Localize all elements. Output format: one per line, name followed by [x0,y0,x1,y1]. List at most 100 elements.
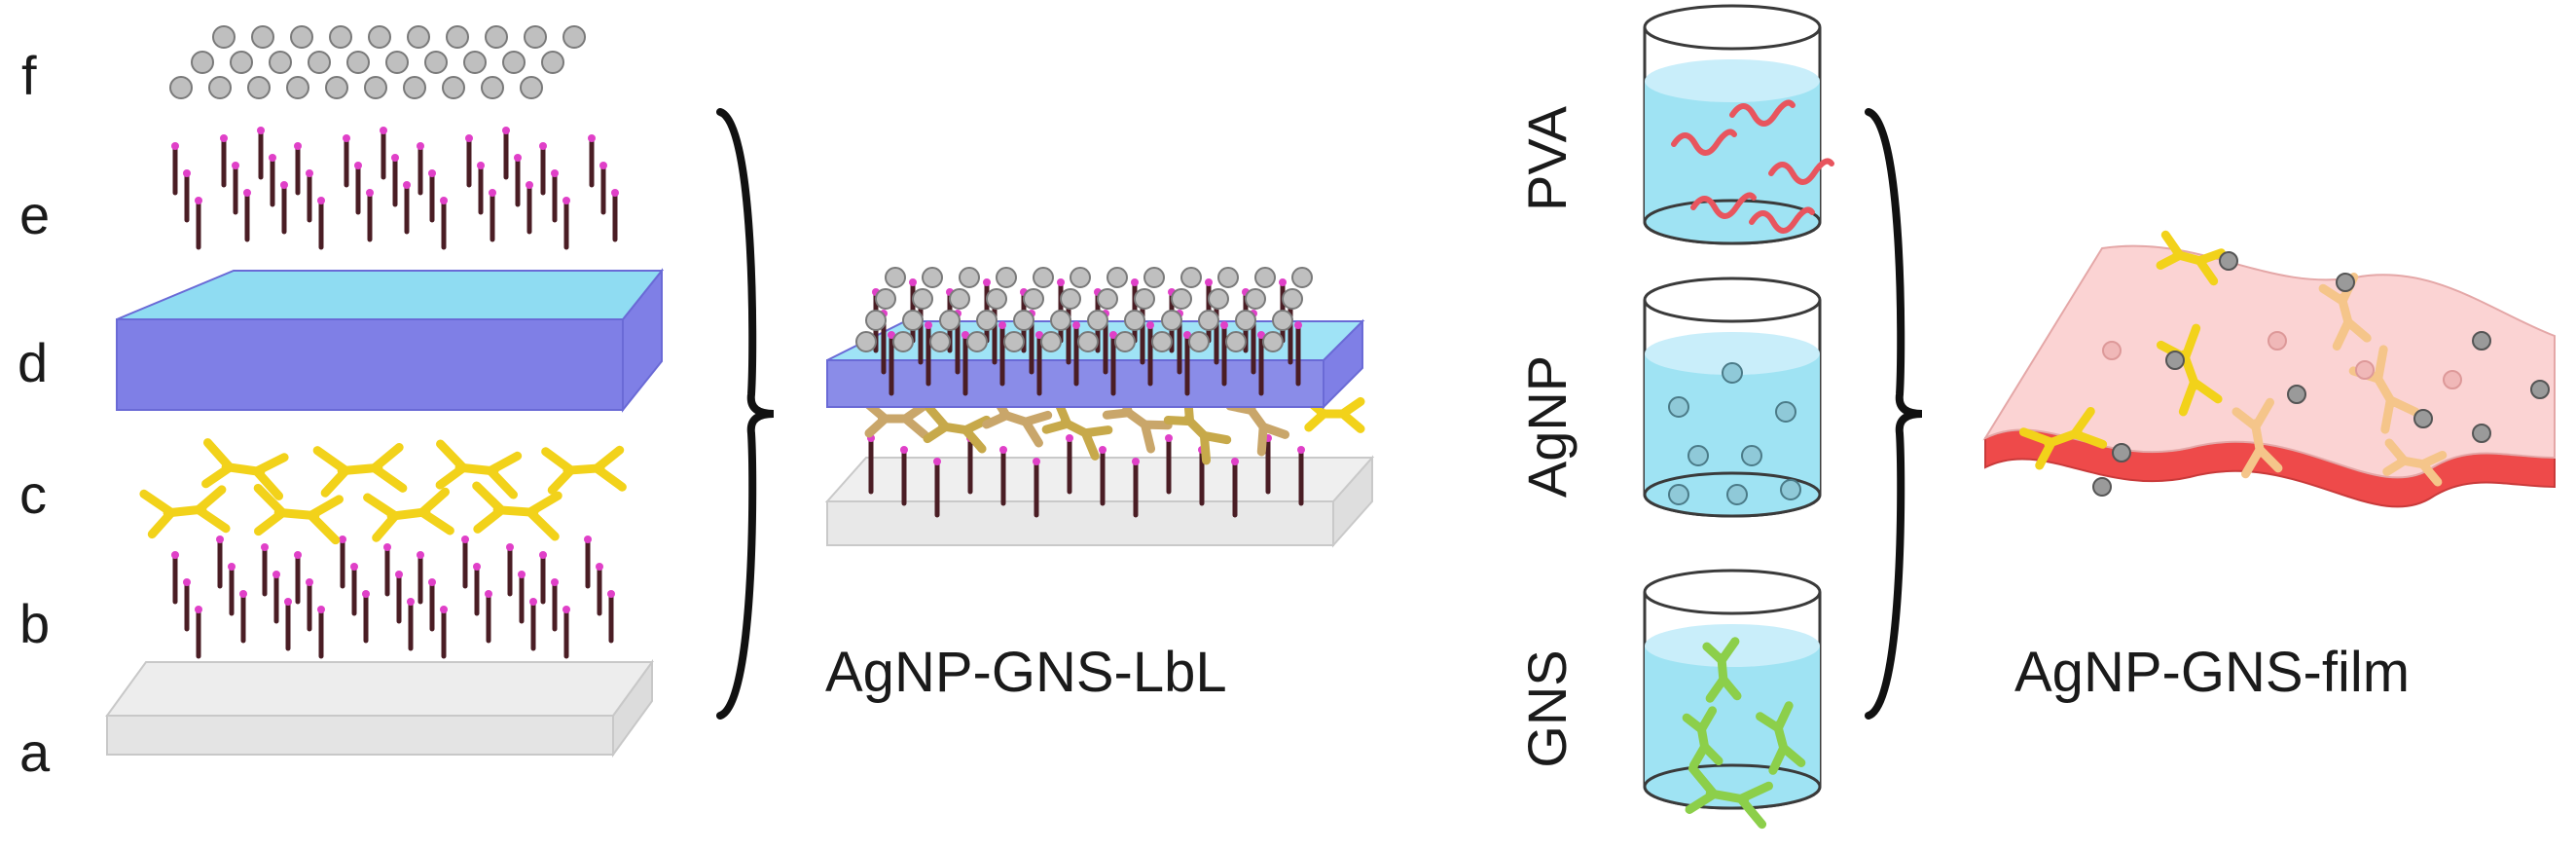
polyelectrolyte-rod [183,578,191,632]
polyelectrolyte-rod [1146,321,1154,387]
graphene-nanosheet [2382,438,2448,487]
silver-nanoparticle [1050,310,1071,331]
silver-nanoparticle [212,25,236,49]
film-caption: AgNP-GNS-film [2014,641,2411,704]
polyelectrolyte-rod [998,321,1006,387]
graphene-nanosheet [1702,637,1742,703]
polyelectrolyte-rod [1066,434,1073,495]
silver-nanoparticle [407,25,430,49]
polyelectrolyte-rod [171,142,179,196]
polyelectrolyte-rod [596,563,603,616]
polyelectrolyte-rod [607,590,615,644]
polyelectrolyte-rod [195,197,202,250]
solution-label-agnp: AgNP [1516,354,1578,499]
silver-nanoparticle [1114,331,1136,352]
silver-nanoparticle [902,310,924,331]
graphene-nanosheet [1682,706,1723,770]
silver-nanoparticle [1254,267,1276,288]
polyelectrolyte-rod [1099,446,1107,506]
polyelectrolyte-rod [440,197,448,250]
silver-nanoparticle [541,51,564,74]
graphene-nanosheet [2231,397,2283,479]
polyelectrolyte-rod [473,563,481,616]
silver-nanoparticle [286,76,309,99]
silver-nanoparticle [346,51,370,74]
polyelectrolyte-rod [417,142,424,196]
silver-nanoparticle [2472,424,2491,443]
polyelectrolyte-rod [380,127,387,180]
curly-brace [716,108,775,720]
polyelectrolyte-rod [183,169,191,223]
silver-nanoparticle [1003,331,1025,352]
graphene-nanosheet [2018,406,2108,470]
silver-nanoparticle [524,25,547,49]
polyelectrolyte-rod [306,169,313,223]
polyelectrolyte-rod [261,543,269,597]
silver-nanoparticle [208,76,232,99]
silver-nanoparticle [191,51,214,74]
silver-nanoparticle [329,25,352,49]
polyelectrolyte-rod [485,590,492,644]
layer-label-e: e [19,184,51,245]
curly-brace [1865,108,1923,720]
silver-nanoparticle [1741,445,1762,466]
polyelectrolyte-rod [1183,331,1191,396]
silver-nanoparticle [939,310,961,331]
silver-nanoparticle [1291,267,1313,288]
layer-label-f: f [21,45,37,106]
polyelectrolyte-rod [961,331,969,396]
silver-nanoparticle [481,76,504,99]
silver-nanoparticle [1726,484,1748,505]
polyelectrolyte-rod [239,590,247,644]
polymer-slab-d [116,268,665,413]
silver-nanoparticle [855,331,877,352]
silver-nanoparticle [1161,310,1182,331]
gns-beaker [1643,569,1822,830]
graphene-nanosheet [1756,701,1806,775]
polyelectrolyte-rod [1035,331,1043,396]
polyelectrolyte-rod [417,551,424,605]
silver-nanoparticle [2092,477,2112,497]
polyelectrolyte-rod [284,598,292,651]
agnp-beaker [1643,277,1822,518]
polyelectrolyte-rod [526,181,533,235]
silver-nanoparticle [1225,331,1247,352]
silver-nanoparticle [1180,267,1202,288]
silver-nanoparticle [403,76,426,99]
polyelectrolyte-rod [477,162,485,215]
polyelectrolyte-rod [514,154,522,207]
polyelectrolyte-rod [551,578,559,632]
silver-nanoparticle [1171,288,1192,310]
silver-nanoparticle [1107,267,1128,288]
composite-film-illustration [1982,230,2556,508]
pva-chain [1690,192,1757,219]
graphene-nanosheet [1685,763,1774,830]
polyelectrolyte-rod [354,162,362,215]
silver-nanoparticle [966,331,988,352]
polyelectrolyte-rod [1297,446,1305,506]
silver-nanoparticle [1033,267,1054,288]
silver-nanoparticle [875,288,896,310]
silver-nanoparticle [247,76,271,99]
silver-nanoparticle [2530,380,2550,399]
polyelectrolyte-rod [551,169,559,223]
graphene-nanosheet [201,438,289,500]
silver-nanoparticle [929,331,951,352]
pva-chain [1749,206,1815,234]
pva-chain [1671,129,1737,156]
silver-nanoparticle [290,25,313,49]
polyelectrolyte-rod [171,551,179,605]
polyelectrolyte-rod [900,446,908,506]
graphene-nanosheet [541,445,627,495]
polyelectrolyte-rod [1220,321,1228,387]
pva-chain [1768,158,1834,185]
faded-nanoparticle [2355,360,2375,380]
silver-nanoparticle [1023,288,1044,310]
silver-nanoparticle [1060,288,1081,310]
polyelectrolyte-rod [999,446,1007,506]
polyelectrolyte-rod [362,590,370,644]
silver-nanoparticle [996,267,1017,288]
silver-nanoparticle [308,51,331,74]
polyelectrolyte-rod [539,142,547,196]
